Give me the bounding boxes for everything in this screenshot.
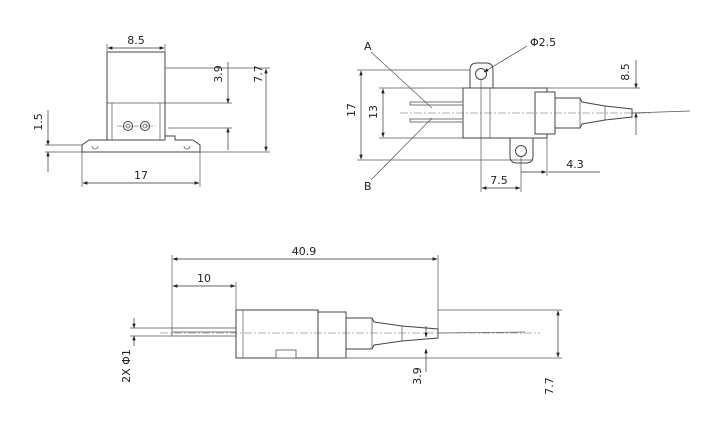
top-pin-a [409, 101, 464, 106]
dim-top-7-5: 7.5 [490, 174, 508, 187]
dim-top-8-5: 8.5 [619, 63, 632, 81]
side-ferrule [345, 317, 439, 350]
dim-front-3-9: 3.9 [212, 65, 225, 83]
dim-top-13: 13 [367, 105, 380, 119]
dim-front-1-5: 1.5 [32, 113, 45, 131]
side-collar [317, 311, 347, 359]
top-hole-lower [515, 145, 527, 157]
dim-side-total: 40.9 [292, 245, 317, 258]
dim-top-17: 17 [345, 103, 358, 117]
top-hole-upper [475, 68, 487, 80]
dim-side-7-7: 7.7 [543, 377, 556, 395]
side-view: 40.9 10 2X Φ1 3.9 7.7 [120, 245, 562, 395]
dim-front-width: 8.5 [127, 34, 145, 47]
top-fiber [631, 110, 691, 114]
side-fiber [437, 331, 526, 334]
front-view: 8.5 3.9 7.7 1.5 17 [32, 34, 270, 187]
label-b: B [364, 180, 372, 193]
top-pin-b [409, 118, 464, 123]
dim-front-base: 17 [134, 169, 148, 182]
dim-hole: Φ2.5 [530, 36, 556, 49]
dim-front-7-7: 7.7 [252, 65, 265, 83]
top-view: A B Φ2.5 17 13 8.5 7.5 4.3 [345, 36, 691, 193]
dim-side-pins: 2X Φ1 [120, 349, 133, 383]
dim-side-3-9: 3.9 [411, 367, 424, 385]
dim-top-4-3: 4.3 [566, 158, 584, 171]
label-a: A [364, 40, 372, 53]
front-body [106, 51, 166, 141]
dim-side-10: 10 [197, 272, 211, 285]
